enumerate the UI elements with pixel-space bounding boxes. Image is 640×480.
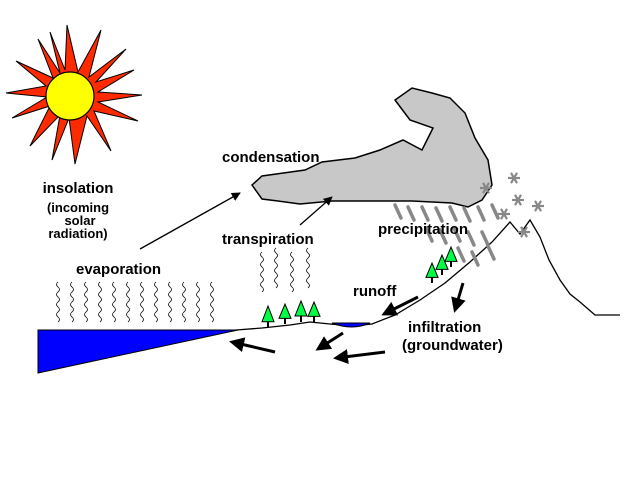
transpiration-wave	[274, 247, 278, 289]
evaporation-wave	[112, 281, 116, 323]
label-insolation: insolation	[43, 180, 114, 197]
transpiration-wave	[260, 251, 264, 293]
cloud-shape	[251, 87, 493, 208]
evaporation-wave	[56, 281, 60, 323]
snowflake-arm	[510, 172, 518, 184]
label-insolation-sub2: solar	[64, 213, 95, 228]
precipitation-streak	[448, 205, 458, 222]
label-infiltration: infiltration	[408, 319, 481, 336]
precipitation-streak	[462, 206, 472, 223]
tree-icon	[307, 300, 321, 322]
tree-icon	[435, 253, 449, 275]
snowflake-icon	[508, 172, 520, 184]
trees	[261, 245, 458, 328]
label-transpiration: transpiration	[222, 231, 314, 248]
evaporation-wave	[182, 281, 186, 323]
snowflake-arm	[500, 208, 508, 220]
arrow-evaporation	[139, 192, 241, 250]
sun-core	[45, 71, 95, 121]
tree-canopy	[444, 245, 458, 262]
snowflake-arm	[514, 194, 522, 206]
evaporation-wave	[196, 281, 200, 323]
snowflakes	[480, 172, 544, 238]
precipitation-streak	[476, 205, 486, 222]
tree-canopy	[278, 302, 292, 319]
precipitation-streak	[486, 244, 496, 261]
label-precipitation: precipitation	[378, 221, 468, 238]
label-condensation: condensation	[222, 149, 320, 166]
snowflake-icon	[512, 194, 524, 206]
label-groundwater: (groundwater)	[402, 337, 503, 354]
tree-canopy	[294, 299, 308, 317]
precipitation-streak	[424, 226, 434, 243]
evaporation-wave	[126, 281, 130, 323]
evaporation-wave	[210, 281, 214, 323]
snowflake-icon	[518, 226, 530, 238]
label-evaporation: evaporation	[76, 261, 161, 278]
tree-icon	[444, 245, 458, 267]
precipitation-streak	[480, 230, 490, 247]
transpiration-wave	[290, 251, 294, 293]
evaporation-wave	[140, 281, 144, 323]
tree-icon	[294, 299, 308, 322]
evaporation-waves	[56, 281, 214, 323]
arrow-groundwater-1	[333, 349, 386, 364]
lake	[331, 322, 371, 328]
snowflake-arm	[534, 200, 542, 212]
evaporation-wave	[84, 281, 88, 323]
precipitation-streak	[434, 206, 444, 223]
snowflake-icon	[480, 182, 492, 194]
precipitation-streak	[393, 203, 403, 220]
sun-icon	[5, 24, 143, 165]
arrow-infiltration-down	[451, 282, 466, 313]
transpiration-waves	[260, 247, 310, 293]
precipitation-streak	[406, 205, 416, 222]
snowflake-icon	[498, 208, 510, 220]
precipitation-streak	[452, 226, 462, 243]
precipitation-streak	[438, 228, 448, 245]
snowflake-arm	[482, 182, 490, 194]
precipitation-streak	[456, 246, 466, 263]
arrow-groundwater-3	[229, 337, 276, 354]
precipitation-streak	[420, 205, 430, 222]
tree-canopy	[435, 253, 449, 270]
tree-icon	[278, 302, 292, 324]
precipitation-streak	[470, 250, 480, 267]
label-insolation-sub3: radiation)	[48, 226, 107, 241]
precipitation-streak	[466, 230, 476, 247]
evaporation-wave	[70, 281, 74, 323]
ocean	[37, 329, 239, 374]
tree-canopy	[425, 261, 439, 278]
arrow-groundwater-2	[315, 331, 344, 351]
snowflake-arm	[520, 226, 528, 238]
tree-canopy	[261, 304, 275, 323]
snowflake-icon	[532, 200, 544, 212]
label-insolation-sub1: (incoming	[47, 200, 109, 215]
evaporation-wave	[154, 281, 158, 323]
arrow-transpiration	[299, 196, 333, 226]
tree-icon	[425, 261, 439, 283]
tree-icon	[261, 304, 275, 328]
precipitation-streak	[490, 203, 500, 220]
tree-canopy	[307, 300, 321, 317]
transpiration-wave	[306, 247, 310, 289]
arrow-runoff	[381, 295, 419, 316]
precipitation-streaks	[393, 203, 500, 267]
label-runoff: runoff	[353, 283, 397, 300]
evaporation-wave	[168, 281, 172, 323]
evaporation-wave	[98, 281, 102, 323]
mountain-outline	[235, 218, 620, 331]
